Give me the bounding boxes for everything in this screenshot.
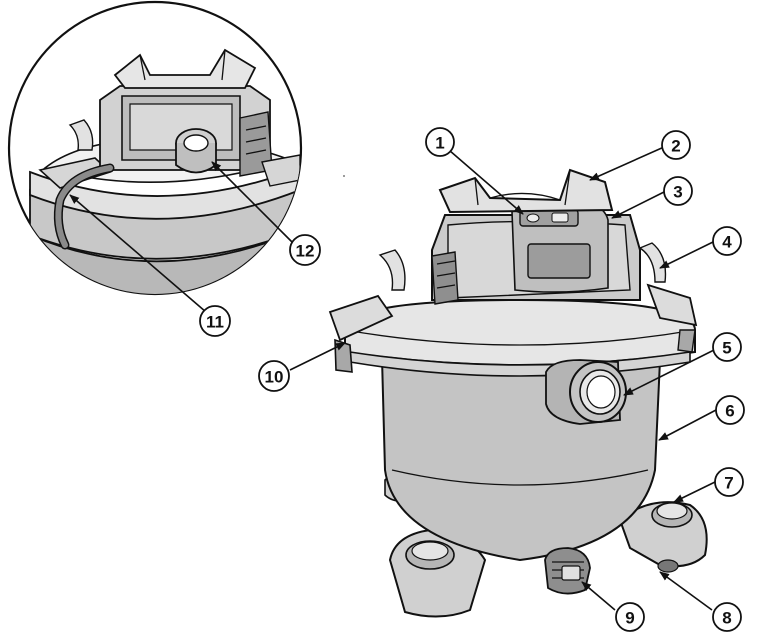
callout-11: 11 bbox=[199, 305, 231, 337]
callout-7-label: 7 bbox=[724, 474, 733, 493]
carry-handle bbox=[438, 168, 614, 214]
lid-rim bbox=[344, 298, 696, 366]
callout-10: 10 bbox=[258, 360, 290, 392]
callout-12: 12 bbox=[289, 234, 321, 266]
vacuum-inlet bbox=[545, 359, 627, 425]
leader-10 bbox=[289, 342, 346, 371]
caster-foot-left bbox=[388, 528, 487, 618]
callout-4: 4 bbox=[712, 226, 742, 256]
callout-9: 9 bbox=[615, 602, 645, 632]
leader-12 bbox=[211, 161, 294, 244]
callout-8-label: 8 bbox=[722, 609, 731, 628]
callout-5: 5 bbox=[712, 332, 742, 362]
leader-9 bbox=[581, 581, 616, 611]
callout-10-label: 10 bbox=[265, 368, 284, 387]
callouts: 1 2 3 4 5 6 7 8 bbox=[199, 127, 745, 632]
callout-2: 2 bbox=[661, 130, 691, 160]
leader-8 bbox=[659, 571, 713, 611]
callout-1: 1 bbox=[425, 127, 455, 157]
leader-3 bbox=[611, 191, 665, 219]
leader-11 bbox=[69, 194, 207, 313]
callout-4-label: 4 bbox=[722, 233, 732, 252]
callout-3-label: 3 bbox=[673, 183, 682, 202]
scan-speck bbox=[343, 175, 345, 177]
motor-head bbox=[431, 204, 641, 305]
detail-inset bbox=[7, 0, 303, 296]
callout-9-label: 9 bbox=[625, 609, 634, 628]
caster-wheel bbox=[657, 559, 679, 573]
drain-port bbox=[544, 547, 591, 595]
leader-2 bbox=[589, 146, 665, 181]
callout-1-label: 1 bbox=[435, 134, 444, 153]
lid-latch-left bbox=[328, 249, 406, 373]
wet-dry-vac bbox=[328, 168, 708, 618]
leader-1 bbox=[441, 143, 524, 215]
callout-8: 8 bbox=[712, 602, 742, 632]
leader-7 bbox=[673, 481, 716, 503]
callout-6: 6 bbox=[715, 395, 745, 425]
callout-12-label: 12 bbox=[296, 242, 315, 261]
leader-5 bbox=[623, 349, 715, 396]
callout-5-label: 5 bbox=[722, 339, 731, 358]
leader-4 bbox=[659, 241, 714, 269]
lid-latch-right bbox=[638, 242, 698, 353]
callout-6-label: 6 bbox=[725, 402, 734, 421]
callout-3: 3 bbox=[663, 176, 693, 206]
callout-2-label: 2 bbox=[671, 137, 680, 156]
leader-6 bbox=[658, 409, 717, 441]
callout-7: 7 bbox=[714, 467, 744, 497]
caster-foot-right bbox=[618, 501, 708, 573]
leader-lines bbox=[69, 143, 717, 611]
callout-11-label: 11 bbox=[206, 313, 224, 332]
